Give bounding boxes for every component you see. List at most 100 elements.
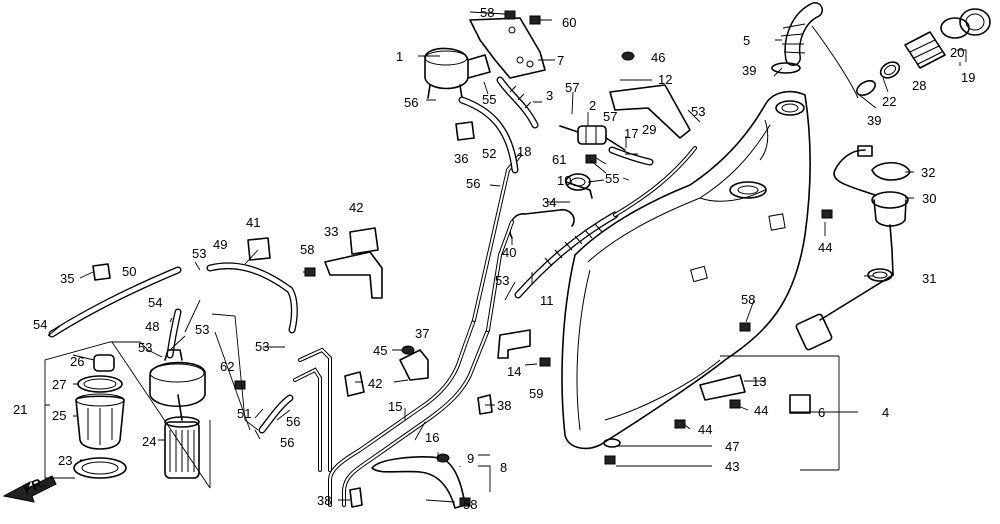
callout-44: 44 <box>698 422 712 437</box>
fuel-lines <box>293 153 522 507</box>
callout-18: 18 <box>517 144 531 159</box>
callout-59: 59 <box>529 386 543 401</box>
callout-58: 58 <box>741 292 755 307</box>
callout-53: 53 <box>495 273 509 288</box>
callout-56: 56 <box>404 95 418 110</box>
inline-filter <box>559 125 654 166</box>
callout-53: 53 <box>255 339 269 354</box>
clips-38 <box>349 394 493 508</box>
callout-4: 4 <box>882 405 889 420</box>
strainer-parts <box>73 354 127 479</box>
callout-29: 29 <box>642 122 656 137</box>
callout-57: 57 <box>603 109 617 124</box>
filler-cap-parts <box>904 8 991 69</box>
callout-3: 3 <box>546 88 553 103</box>
callout-54: 54 <box>33 317 47 332</box>
callout-7: 7 <box>557 53 564 68</box>
leader-lines <box>44 11 967 503</box>
callout-41: 41 <box>246 215 260 230</box>
callout-42: 42 <box>349 200 363 215</box>
fuel-tank <box>561 90 812 450</box>
callout-5: 5 <box>743 33 750 48</box>
callout-62: 62 <box>220 359 234 374</box>
callout-22: 22 <box>882 94 896 109</box>
hose-48 <box>166 308 182 359</box>
callout-20: 20 <box>950 45 964 60</box>
callout-56: 56 <box>286 414 300 429</box>
callout-58: 58 <box>480 5 494 20</box>
callout-46: 46 <box>651 50 665 65</box>
callout-53: 53 <box>192 246 206 261</box>
callout-38: 38 <box>497 398 511 413</box>
callout-2: 2 <box>589 98 596 113</box>
callout-45: 45 <box>373 343 387 358</box>
callout-27: 27 <box>52 377 66 392</box>
callout-28: 28 <box>912 78 926 93</box>
callout-47: 47 <box>725 439 739 454</box>
callout-33: 33 <box>324 224 338 239</box>
callout-31: 31 <box>922 271 936 286</box>
callout-51: 51 <box>237 406 251 421</box>
front-marker: FR. <box>21 473 48 496</box>
callout-23: 23 <box>58 453 72 468</box>
small-brackets <box>399 329 811 414</box>
callout-43: 43 <box>725 459 739 474</box>
callout-54: 54 <box>148 295 162 310</box>
callout-60: 60 <box>562 15 576 30</box>
fuel-level-sender <box>795 145 911 351</box>
bracket-12 <box>609 84 691 139</box>
callout-57: 57 <box>565 80 579 95</box>
callout-48: 48 <box>145 319 159 334</box>
callout-52: 52 <box>482 146 496 161</box>
callout-53: 53 <box>138 340 152 355</box>
callout-55: 55 <box>482 92 496 107</box>
callout-14: 14 <box>507 364 521 379</box>
callout-26: 26 <box>70 354 84 369</box>
callout-9: 9 <box>467 451 474 466</box>
callout-21: 21 <box>13 402 27 417</box>
callout-40: 40 <box>502 245 516 260</box>
callout-24: 24 <box>142 434 156 449</box>
callout-53: 53 <box>691 104 705 119</box>
bracket-8 <box>371 456 466 509</box>
callout-38: 38 <box>317 493 331 508</box>
callout-12: 12 <box>658 72 672 87</box>
callout-61: 61 <box>552 152 566 167</box>
front-arrow-icon <box>2 475 57 503</box>
callout-6: 6 <box>818 405 825 420</box>
filter-element <box>164 416 200 479</box>
vent-hoses <box>458 76 539 174</box>
bolts <box>234 10 833 507</box>
callout-44: 44 <box>818 240 832 255</box>
hose-50 <box>48 266 182 338</box>
upper-bracket <box>424 17 546 99</box>
hose-clamps-top <box>856 61 901 97</box>
callout-13: 13 <box>752 374 766 389</box>
callout-53: 53 <box>195 322 209 337</box>
callout-58: 58 <box>463 497 477 512</box>
clip-42-lower <box>344 371 365 397</box>
tube-clip <box>508 208 575 239</box>
callout-35: 35 <box>60 271 74 286</box>
callout-44: 44 <box>754 403 768 418</box>
callout-10: 10 <box>557 173 571 188</box>
callout-49: 49 <box>213 237 227 252</box>
callout-55: 55 <box>605 171 619 186</box>
callout-37: 37 <box>415 326 429 341</box>
hose-49 <box>206 262 298 334</box>
callout-34: 34 <box>542 195 556 210</box>
callout-50: 50 <box>122 264 136 279</box>
callout-56: 56 <box>466 176 480 191</box>
callout-32: 32 <box>921 165 935 180</box>
callout-19: 19 <box>961 70 975 85</box>
callout-15: 15 <box>388 399 402 414</box>
callout-17: 17 <box>624 126 638 141</box>
callout-36: 36 <box>454 151 468 166</box>
breather-tube <box>514 146 697 299</box>
callout-56: 56 <box>280 435 294 450</box>
callout-39: 39 <box>742 63 756 78</box>
callout-16: 16 <box>425 430 439 445</box>
callout-58: 58 <box>300 242 314 257</box>
callout-8: 8 <box>500 460 507 475</box>
